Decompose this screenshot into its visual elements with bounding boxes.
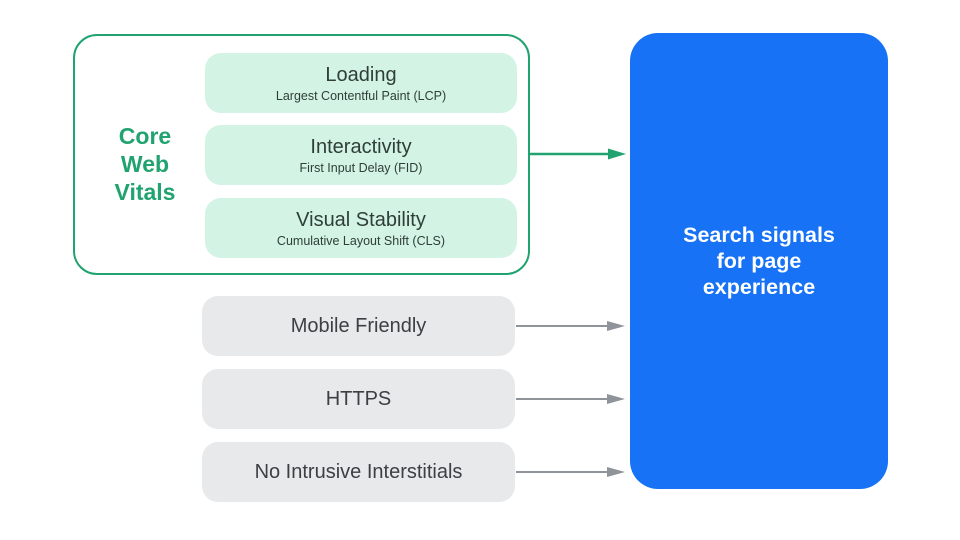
cwv-pill-visual-stability: Visual Stability Cumulative Layout Shift… xyxy=(205,198,517,258)
arrow-right-icon xyxy=(529,148,626,160)
signal-pill-label: Mobile Friendly xyxy=(290,315,427,337)
cwv-pill-loading: Loading Largest Contentful Paint (LCP) xyxy=(205,53,517,113)
arrow-right-icon xyxy=(516,321,625,331)
cwv-pill-subtitle: First Input Delay (FID) xyxy=(299,160,423,175)
arrow-right-icon xyxy=(516,394,625,404)
cwv-pill-subtitle: Cumulative Layout Shift (CLS) xyxy=(276,233,446,248)
core-web-vitals-group: Core Web Vitals Loading Largest Contentf… xyxy=(73,34,530,275)
signal-pill-mobile-friendly: Mobile Friendly xyxy=(202,296,515,356)
signal-pill-label: HTTPS xyxy=(325,388,392,410)
signal-pill-no-intrusive-interstitials: No Intrusive Interstitials xyxy=(202,442,515,502)
cwv-pill-interactivity: Interactivity First Input Delay (FID) xyxy=(205,125,517,185)
cwv-pill-title: Loading xyxy=(325,63,397,86)
signal-pill-https: HTTPS xyxy=(202,369,515,429)
cwv-pill-subtitle: Largest Contentful Paint (LCP) xyxy=(275,88,447,103)
search-signals-label: Search signals for page experience xyxy=(683,223,835,299)
cwv-pill-title: Visual Stability xyxy=(296,208,426,231)
arrow-right-icon xyxy=(516,467,625,477)
cwv-pill-title: Interactivity xyxy=(310,135,412,158)
search-signals-box: Search signals for page experience xyxy=(630,33,888,489)
core-web-vitals-label: Core Web Vitals xyxy=(114,123,176,205)
signal-pill-label: No Intrusive Interstitials xyxy=(254,461,463,483)
